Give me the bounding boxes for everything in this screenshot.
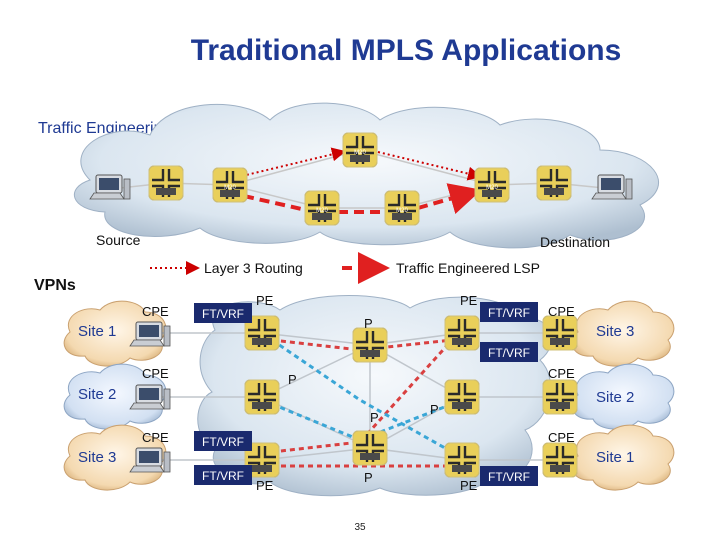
ftvrf-box-top-left [194,303,252,323]
te-lsp-path-3 [417,183,482,214]
cpe-router-right-1 [541,314,579,352]
cpe-label-right-3: CPE [548,430,575,445]
te-router-edge-left [147,164,185,202]
site2-right-cloud [571,363,675,430]
te-router-edge-right [535,164,573,202]
site2-right-label: Site 2 [596,389,634,406]
p-router-top [351,326,389,364]
svg-text:M20: M20 [396,208,408,214]
te-router-left: M20 [211,166,249,204]
svg-text:M20: M20 [316,208,328,214]
destination-pc-icon [591,174,633,200]
cpe-pc-icon-site1 [129,321,171,347]
te-router-top: M20 [341,131,379,169]
ftvrf-label-mid-left: FT/VRF [202,435,244,449]
cpe-pc-icon-site3 [129,447,171,473]
source-pc-icon [89,174,131,200]
p-label-mid-right: P [430,402,439,417]
p-label-mid-left: P [288,372,297,387]
vpn-tunnel-site3-b [271,338,454,454]
pe-label-bottom-right: PE [460,478,478,493]
cpe-router-right-2 [541,378,579,416]
site2-left-label: Site 2 [78,386,116,403]
legend-te-label: Traffic Engineered LSP [396,260,540,276]
cpe-router-right-3 [541,441,579,479]
site3-left-label: Site 3 [78,449,116,466]
pe-router-top-right [443,314,481,352]
site3-right-label: Site 3 [596,323,634,340]
cpe-label-left-1: CPE [142,304,169,319]
vpn-tunnel-site2 [271,402,453,442]
ftvrf-label-top-right: FT/VRF [488,306,530,320]
pe-label-top-right: PE [460,293,478,308]
source-label: Source [96,232,141,248]
svg-text:M20: M20 [354,150,366,156]
te-router-right: M20 [473,166,511,204]
p-router-mid-left [243,378,281,416]
te-layer3-path [241,147,346,177]
ftvrf-label-bottom-right: FT/VRF [488,470,530,484]
page-title: Traditional MPLS Applications [191,34,622,67]
ftvrf-box-mid-right [480,342,538,362]
cpe-label-left-2: CPE [142,366,169,381]
pe-router-bottom-right [443,441,481,479]
ftvrf-box-bottom-right [480,466,538,486]
ftvrf-label-bottom-left: FT/VRF [202,469,244,483]
p-label-center: P [370,410,379,425]
p-label-top: P [364,316,373,331]
te-router-bottom-right: M20 [383,189,421,227]
vpn-tunnel-site3-a [271,338,453,352]
cpe-label-right-1: CPE [548,304,575,319]
ftvrf-label-top-left: FT/VRF [202,307,244,321]
p-label-bottom: P [364,470,373,485]
pe-label-bottom-left: PE [256,478,274,493]
cpe-label-left-3: CPE [142,430,169,445]
legend: Layer 3 Routing Traffic Engineered LSP [150,252,540,284]
legend-layer3-label: Layer 3 Routing [204,260,303,276]
vpns-heading: VPNs [34,277,76,294]
svg-text:M20: M20 [486,185,498,191]
te-lsp-path-1 [243,194,307,212]
te-cloud [73,102,660,249]
ftvrf-box-bottom-left [194,465,252,485]
p-router-bottom [351,429,389,467]
pe-label-top-left: PE [256,293,274,308]
site1-right-label: Site 1 [596,449,634,466]
ftvrf-box-mid-left [194,431,252,451]
ftvrf-label-mid-right: FT/VRF [488,346,530,360]
p-router-mid-right [443,378,481,416]
site1-left-label: Site 1 [78,323,116,340]
cpe-label-right-2: CPE [548,366,575,381]
site3-right-cloud [571,300,675,367]
site1-right-cloud [571,424,675,491]
page-number: 35 [354,522,366,533]
cpe-pc-icon-site2 [129,384,171,410]
destination-label: Destination [540,234,610,250]
svg-text:M20: M20 [224,185,236,191]
te-router-bottom-left: M20 [303,189,341,227]
te-layer3-path-2 [377,151,482,181]
ftvrf-box-top-right [480,302,538,322]
